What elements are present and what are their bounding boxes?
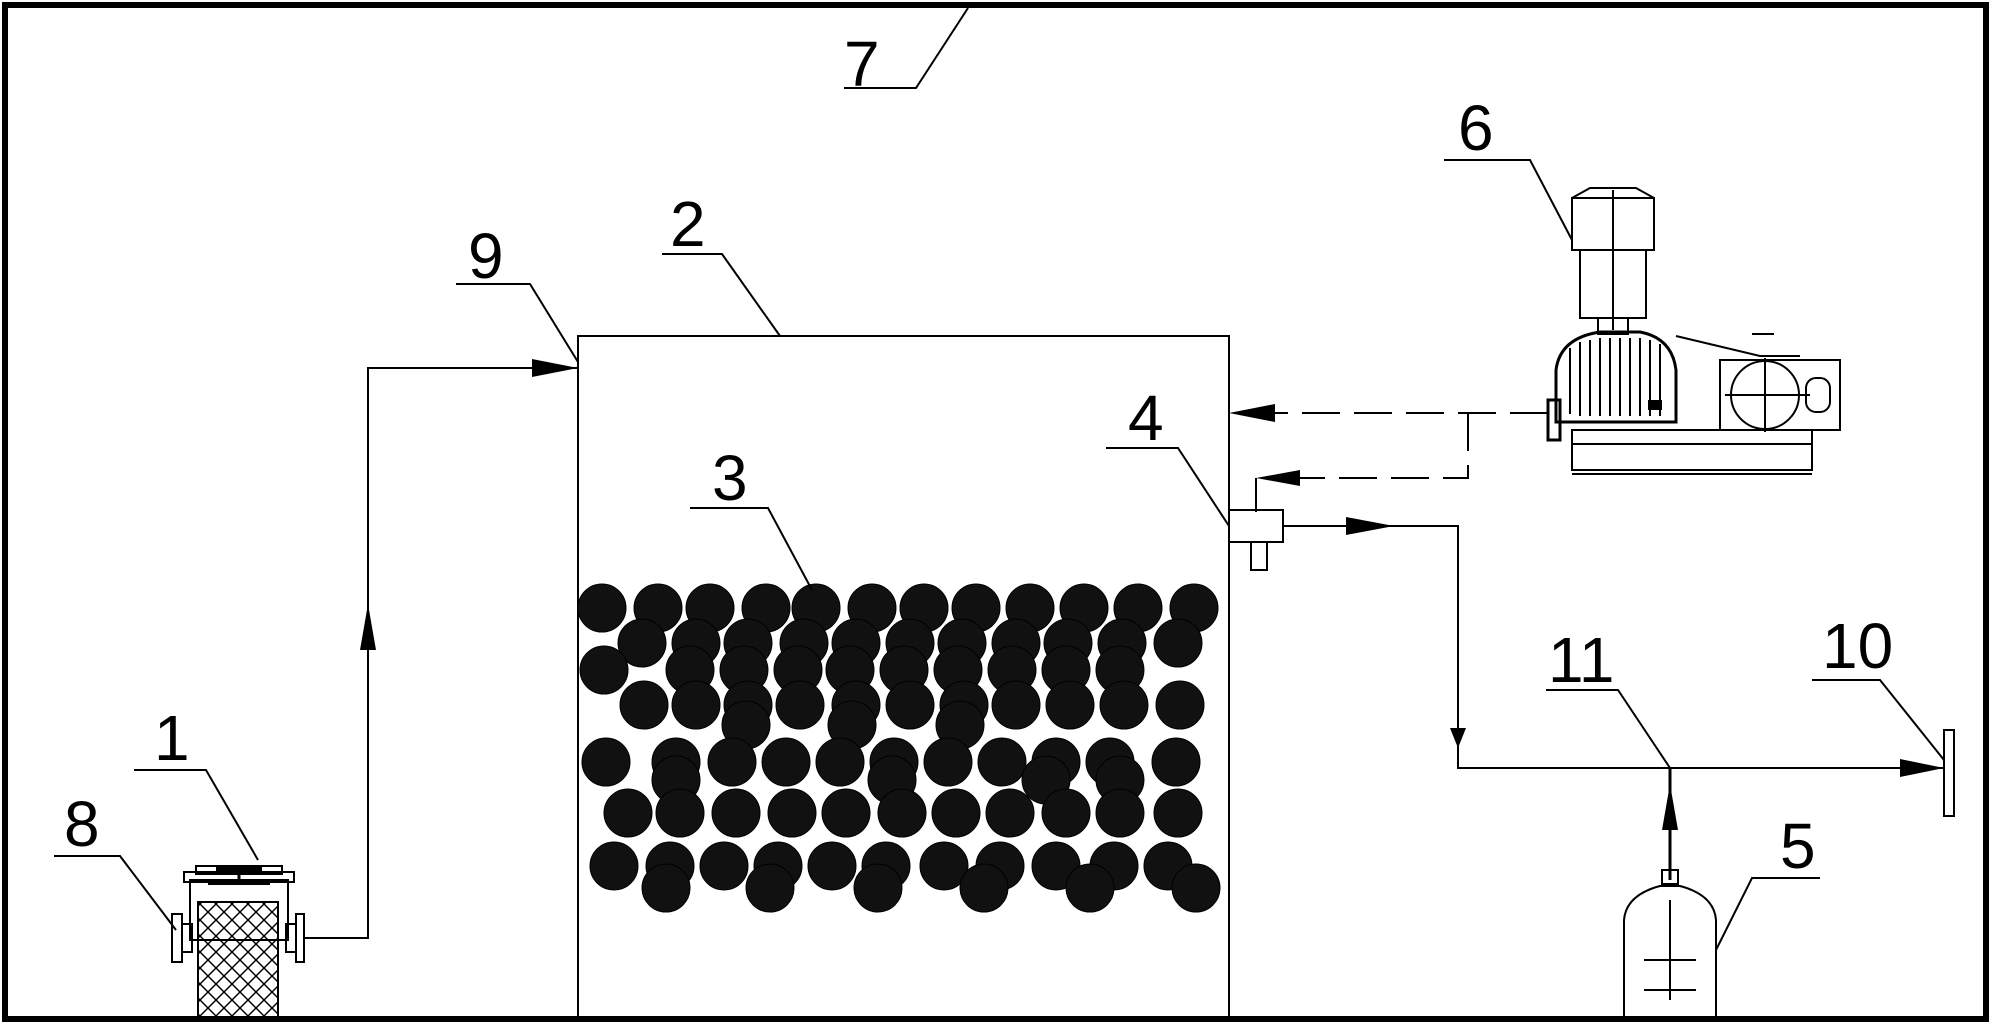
media-ball	[617, 618, 667, 668]
media-ball	[1171, 863, 1221, 913]
outlet-arrow-end	[1900, 759, 1944, 777]
media-ball	[581, 737, 631, 787]
label-6: 6	[1458, 92, 1494, 164]
dosing-tank-arrow	[1662, 784, 1678, 830]
media-ball	[1151, 737, 1201, 787]
media-ball	[711, 788, 761, 838]
media-ball	[589, 841, 639, 891]
media-ball	[815, 737, 865, 787]
media-ball	[959, 863, 1009, 913]
leader-lines	[54, 7, 1945, 951]
label-9: 9	[468, 220, 504, 292]
inlet-pipe-arrow-up	[360, 604, 376, 650]
media-ball	[775, 680, 825, 730]
label-7: 7	[844, 28, 880, 100]
filter-inlet-flange	[171, 913, 183, 963]
media-ball	[655, 788, 705, 838]
media-ball	[1065, 863, 1115, 913]
media-ball	[579, 645, 629, 695]
media-ball	[671, 680, 721, 730]
blower	[1546, 187, 1841, 475]
media-ball	[923, 737, 973, 787]
media-ball	[931, 788, 981, 838]
media-ball	[1155, 680, 1205, 730]
inlet-pipe	[304, 367, 578, 939]
label-10: 10	[1822, 610, 1893, 682]
media-ball	[991, 680, 1041, 730]
media-ball	[641, 863, 691, 913]
label-3: 3	[712, 442, 748, 514]
dosing-tank	[1623, 768, 1717, 1019]
media-ball	[577, 583, 627, 633]
air-line-lower	[1300, 413, 1469, 479]
media-balls	[577, 583, 1221, 913]
blower-housing	[1554, 330, 1678, 424]
media-ball	[707, 737, 757, 787]
outlet-pipe-arrow-down	[1450, 728, 1466, 748]
media-ball	[1099, 680, 1149, 730]
media-ball	[807, 841, 857, 891]
media-ball	[1153, 618, 1203, 668]
filter-basket	[197, 901, 279, 1021]
media-ball	[985, 788, 1035, 838]
media-ball	[761, 737, 811, 787]
media-ball	[619, 680, 669, 730]
outlet-plate	[1943, 729, 1955, 817]
label-1: 1	[154, 702, 190, 774]
inlet-pipe-arrow-right	[532, 359, 578, 377]
label-8: 8	[64, 788, 100, 860]
outlet-pipe-arrow-right	[1346, 517, 1394, 535]
media-ball	[853, 863, 903, 913]
air-line-lower-arrow	[1256, 470, 1300, 486]
label-5: 5	[1780, 810, 1816, 882]
label-4: 4	[1128, 382, 1164, 454]
media-ball	[1045, 680, 1095, 730]
blower-base	[1571, 429, 1813, 445]
media-ball	[1041, 788, 1091, 838]
media-ball	[1095, 788, 1145, 838]
media-ball	[767, 788, 817, 838]
media-ball	[1153, 788, 1203, 838]
air-line-upper-arrow	[1229, 404, 1275, 422]
media-ball	[821, 788, 871, 838]
media-ball	[919, 841, 969, 891]
media-ball	[603, 788, 653, 838]
media-ball	[699, 841, 749, 891]
mixer-fitting	[1228, 509, 1284, 571]
label-11: 11	[1548, 624, 1614, 696]
basket-filter	[171, 865, 305, 1021]
media-ball	[877, 788, 927, 838]
main-tank	[577, 335, 1230, 1020]
label-2: 2	[670, 188, 706, 260]
media-ball	[885, 680, 935, 730]
media-ball	[977, 737, 1027, 787]
media-ball	[745, 863, 795, 913]
